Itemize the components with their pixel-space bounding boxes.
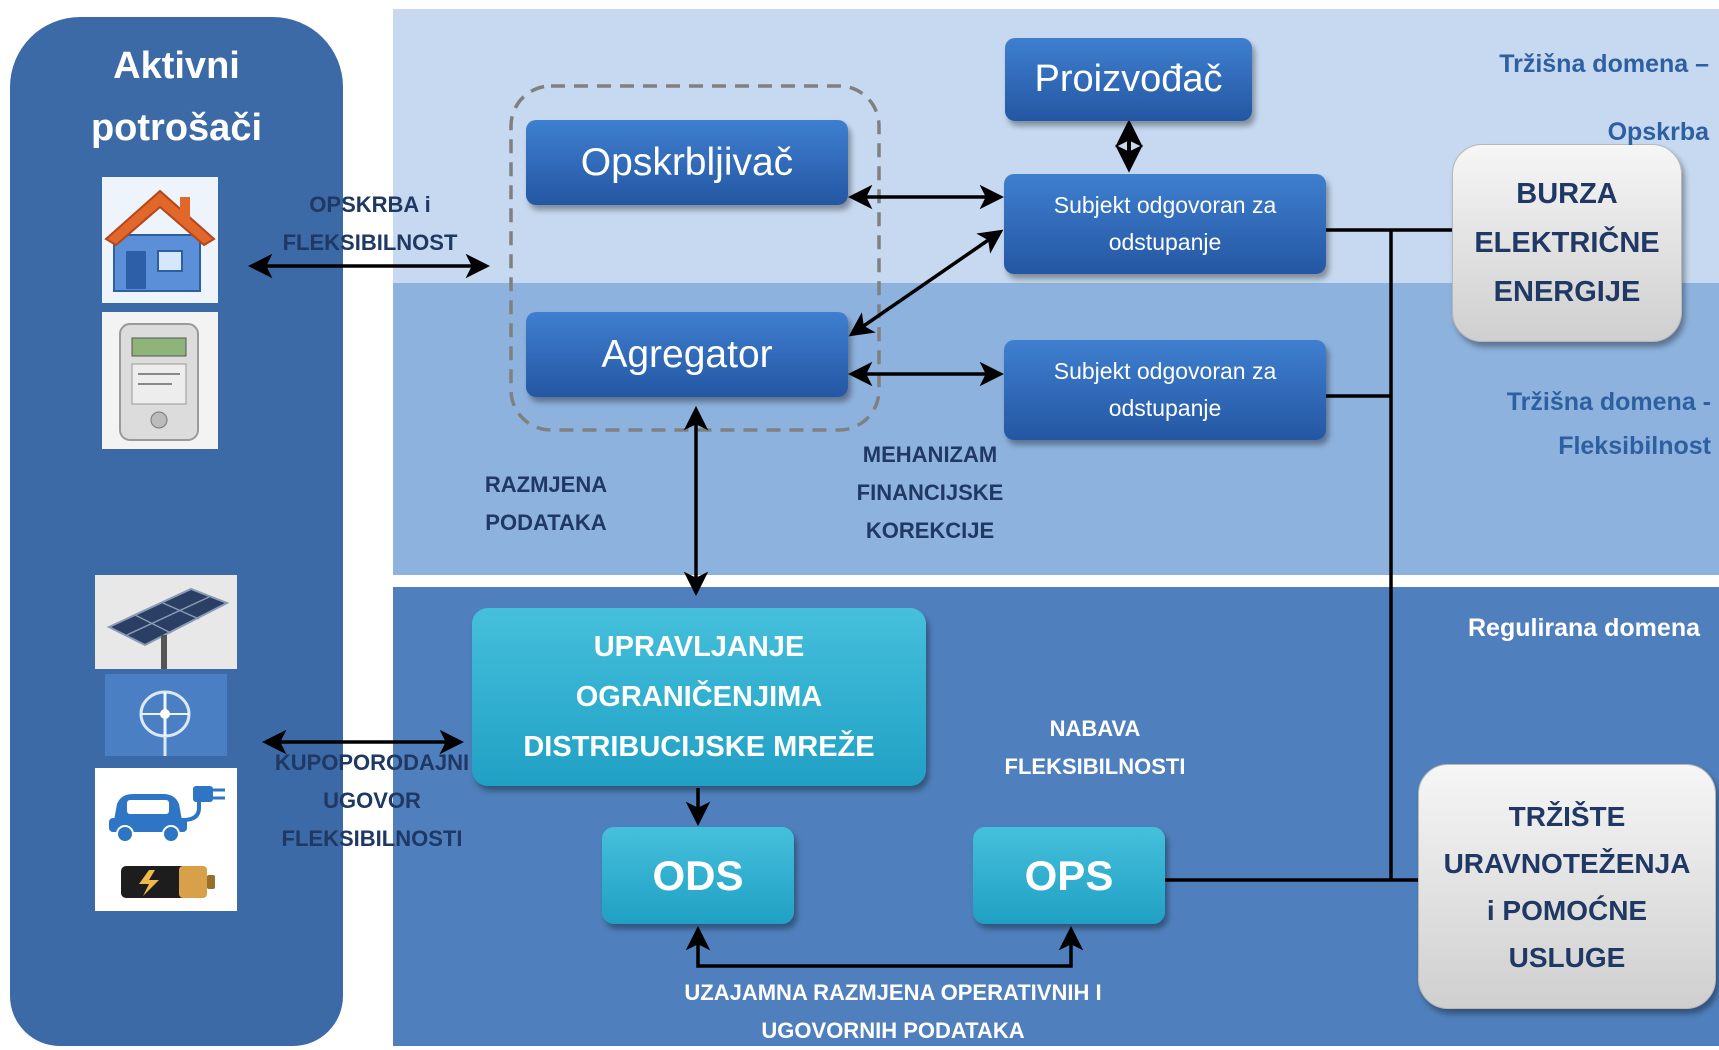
producer-label: Proizvođač: [1034, 58, 1223, 100]
balancing-label: TRŽIŠTE: [1508, 800, 1626, 832]
flexibility-domain-label: Tržišna domena - Fleksibilnost: [1360, 380, 1711, 468]
edge-label-line: KUPOPORODAJNI: [274, 750, 470, 775]
arrow-ods-ops: [685, 925, 1084, 968]
flexibility-procurement-label: NABAVA FLEKSIBILNOSTI: [985, 710, 1205, 786]
wind-turbine-icon: [105, 674, 227, 756]
exchange-label: ELEKTRIČNE: [1474, 226, 1660, 259]
brp-top-label: Subjekt odgovoran za: [1053, 192, 1277, 218]
grid-mgmt-label: OGRANIČENJIMA: [575, 681, 823, 713]
edge-label-line: PODATAKA: [485, 510, 607, 535]
domain-label-line: Tržišna domena -: [1506, 388, 1711, 416]
domain-label-line: Opskrba: [1607, 118, 1709, 146]
domain-label-line: Fleksibilnost: [1558, 432, 1711, 460]
edge-label-line: RAZMJENA: [484, 472, 608, 497]
smart-meter-icon: [102, 312, 218, 449]
edge-label-line: FLEKSIBILNOST: [282, 230, 458, 255]
edge-label-line: FINANCIJSKE: [856, 480, 1004, 505]
tso-node: OPS: [973, 827, 1165, 924]
title-line: Aktivni: [113, 45, 240, 87]
brp-top-label: odstupanje: [1108, 229, 1222, 255]
arrow-aggregator-brp-top: [848, 229, 1004, 337]
brp-bottom-label: odstupanje: [1108, 395, 1222, 421]
edge-label-line: UGOVORNIH PODATAKA: [761, 1018, 1025, 1043]
financial-correction-label: MEHANIZAM FINANCIJSKE KOREKCIJE: [820, 436, 1040, 550]
house-icon: [102, 177, 218, 303]
aggregator-node: Agregator: [526, 312, 848, 397]
dso-label: ODS: [652, 851, 744, 899]
supply-domain-label: Tržišna domena – Opskrba: [1360, 30, 1709, 166]
battery-icon: [95, 852, 237, 911]
edge-label-line: FLEKSIBILNOSTI: [281, 826, 463, 851]
grid-constraint-management-node: UPRAVLJANJE OGRANIČENJIMA DISTRIBUCIJSKE…: [472, 608, 926, 786]
domain-label-line: Tržišna domena –: [1499, 50, 1709, 78]
data-exchange-label: RAZMJENA PODATAKA: [436, 466, 656, 542]
regulated-domain-label: Regulirana domena: [1400, 614, 1700, 643]
supply-flexibility-label: OPSKRBA i FLEKSIBILNOST: [260, 186, 480, 262]
edge-label-line: KOREKCIJE: [865, 518, 995, 543]
exchange-label: ENERGIJE: [1493, 275, 1641, 308]
balancing-label: i POMOĆNE: [1486, 894, 1648, 926]
supplier-label: Opskrbljivač: [580, 140, 794, 184]
mutual-data-exchange-label: UZAJAMNA RAZMJENA OPERATIVNIH I UGOVORNI…: [623, 974, 1163, 1050]
edge-label-line: MEHANIZAM: [862, 442, 998, 467]
balancing-label: URAVNOTEŽENJA: [1443, 847, 1691, 879]
grid-mgmt-label: UPRAVLJANJE: [593, 631, 805, 663]
balancing-label: USLUGE: [1508, 941, 1626, 973]
grid-mgmt-label: DISTRIBUCIJSKE MREŽE: [523, 731, 875, 763]
edge-label-line: FLEKSIBILNOSTI: [1004, 754, 1186, 779]
balance-responsible-bottom-node: Subjekt odgovoran za odstupanje: [1004, 340, 1326, 440]
domain-label-line: Regulirana domena: [1468, 614, 1700, 642]
supplier-node: Opskrbljivač: [526, 120, 848, 205]
electric-car-icon: [95, 768, 237, 852]
balance-responsible-top-node: Subjekt odgovoran za odstupanje: [1004, 174, 1326, 274]
supplier-aggregator-group: [509, 84, 881, 432]
active-consumers-title: Aktivni potrošači: [10, 35, 343, 159]
flexibility-contract-label: KUPOPORODAJNI UGOVOR FLEKSIBILNOSTI: [262, 744, 482, 858]
dso-node: ODS: [602, 827, 794, 924]
edge-label-line: UZAJAMNA RAZMJENA OPERATIVNIH I: [684, 980, 1102, 1005]
power-exchange-node: BURZA ELEKTRIČNE ENERGIJE: [1452, 144, 1682, 342]
edge-label-line: UGOVOR: [323, 788, 421, 813]
solar-panel-icon: [95, 575, 237, 669]
exchange-label: BURZA: [1516, 177, 1618, 210]
title-line: potrošači: [90, 107, 263, 149]
brp-bottom-label: Subjekt odgovoran za: [1053, 358, 1277, 384]
aggregator-label: Agregator: [601, 332, 773, 376]
balancing-market-node: TRŽIŠTE URAVNOTEŽENJA i POMOĆNE USLUGE: [1418, 764, 1716, 1009]
producer-node: Proizvođač: [1005, 38, 1252, 121]
edge-label-line: NABAVA: [1049, 716, 1141, 741]
edge-label-line: OPSKRBA i: [309, 192, 431, 217]
tso-label: OPS: [1024, 851, 1114, 899]
